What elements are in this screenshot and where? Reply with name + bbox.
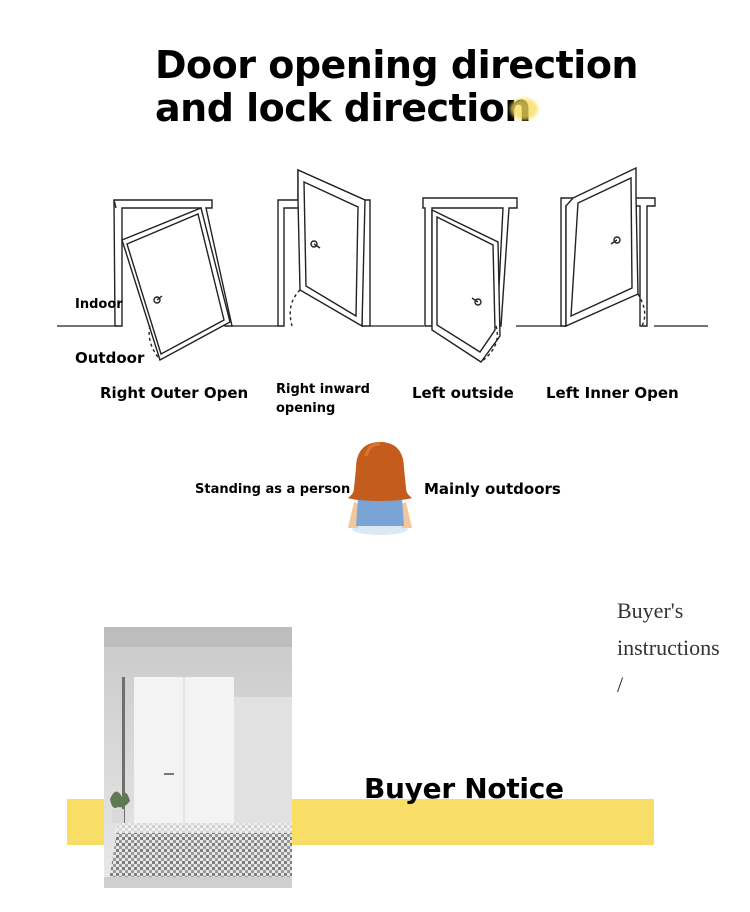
door-label-line: Right inward <box>276 382 370 397</box>
person-left-label: Standing as a person <box>195 482 351 497</box>
door-right-inward-opening <box>277 168 371 328</box>
bedroom-photo <box>104 627 292 888</box>
door-right-outer-open <box>113 199 233 362</box>
indoor-label: Indoor <box>75 297 123 312</box>
door-direction-diagram <box>57 166 708 363</box>
notes-line-3: / <box>617 672 624 697</box>
buyers-instructions-heading: Buyer's instructions / <box>617 592 720 703</box>
notes-line-2: instructions <box>617 635 720 660</box>
person-back-view-illustration <box>348 442 412 535</box>
door-label-right-inward-opening: Right inward opening <box>276 380 370 418</box>
door-label-line: opening <box>276 401 336 416</box>
yellow-dot-decoration <box>510 98 538 120</box>
door-left-inner-open <box>560 166 656 328</box>
door-left-outside <box>422 197 518 363</box>
person-right-label: Mainly outdoors <box>424 480 561 498</box>
buyer-notice-title: Buyer Notice <box>364 772 564 805</box>
title-line-1: Door opening direction <box>155 43 638 87</box>
door-label-left-inner-open: Left Inner Open <box>546 384 679 402</box>
notes-line-1: Buyer's <box>617 598 684 623</box>
door-label-right-outer-open: Right Outer Open <box>100 384 249 402</box>
title-line-2: and lock direction <box>155 86 531 130</box>
page-title: Door opening direction and lock directio… <box>155 44 638 130</box>
outdoor-label: Outdoor <box>75 349 145 367</box>
door-label-left-outside: Left outside <box>412 384 514 402</box>
